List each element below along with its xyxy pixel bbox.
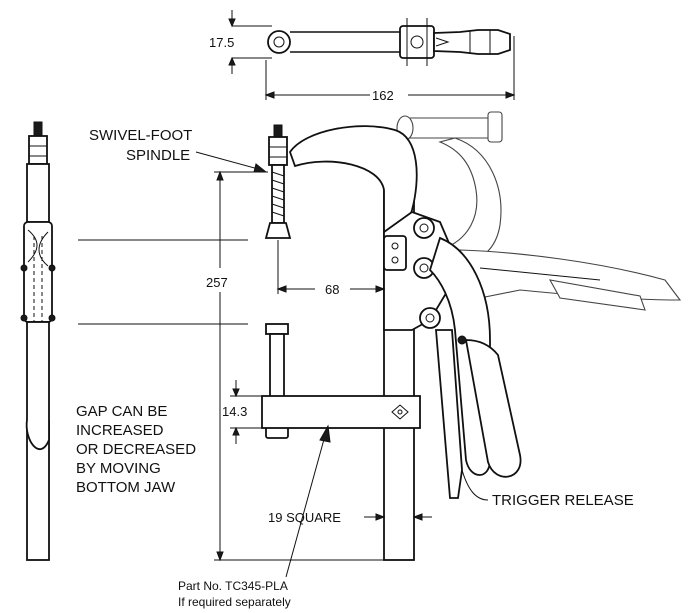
side-view <box>20 121 248 561</box>
part-number-label: Part No. TC345-PLA <box>178 579 288 593</box>
gap-note-line1: GAP CAN BE <box>76 403 167 420</box>
overall-height-dimension: 257 <box>206 275 228 290</box>
part-note-label: If required separately <box>178 595 291 609</box>
bar-section-dimension: 19 SQUARE <box>268 510 341 525</box>
gap-note-line3: OR DECREASED <box>76 441 196 458</box>
trigger-release-label: TRIGGER RELEASE <box>492 492 634 509</box>
gap-note-line2: INCREASED <box>76 422 164 439</box>
swivel-foot-label-line2: SPINDLE <box>126 147 190 164</box>
open-position-outline <box>396 111 682 311</box>
jaw-thickness-dimension: 14.3 <box>222 404 247 419</box>
swivel-foot-label-line1: SWIVEL-FOOT <box>89 127 192 144</box>
gap-note-line5: BOTTOM JAW <box>76 479 176 496</box>
labels: SWIVEL-FOOT SPINDLE GAP CAN BE INCREASED… <box>76 127 634 609</box>
top-length-dimension: 162 <box>372 88 394 103</box>
top-height-dimension: 17.5 <box>209 35 234 50</box>
throat-depth-dimension: 68 <box>325 282 339 297</box>
gap-note-line4: BY MOVING <box>76 460 161 477</box>
leader-lines <box>195 151 489 578</box>
top-view: 17.5 162 <box>209 10 516 103</box>
main-dimensions: 257 68 14.3 19 SQUARE <box>206 170 432 562</box>
clamp-body <box>261 124 522 561</box>
